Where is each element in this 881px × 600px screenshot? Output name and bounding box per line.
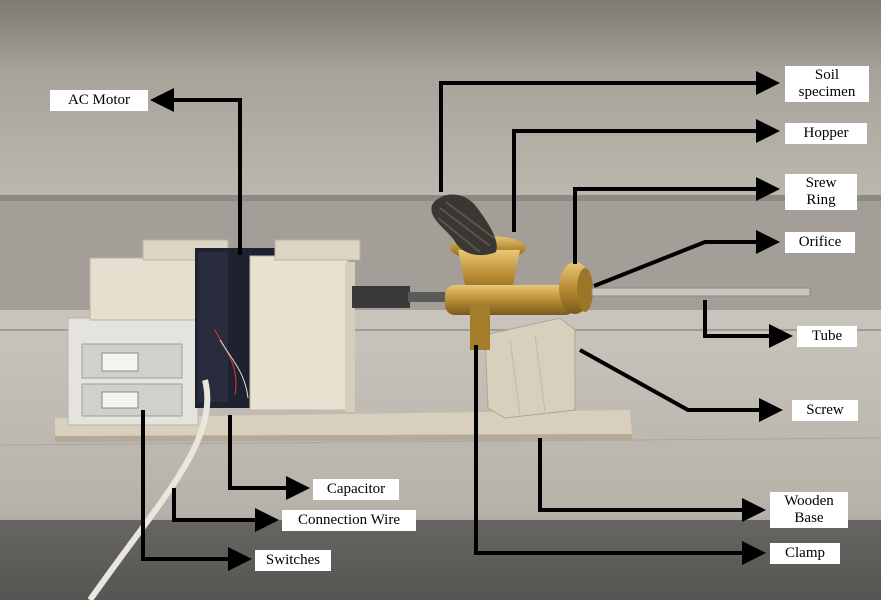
annotation-arrows	[141, 71, 793, 571]
output-tube	[591, 287, 811, 297]
label-clamp: Clamp	[770, 543, 840, 564]
label-capacitor: Capacitor	[313, 479, 399, 500]
clamp-block	[484, 317, 576, 419]
label-wooden-base: Wooden Base	[770, 492, 848, 528]
label-switches: Switches	[255, 550, 331, 571]
label-screw-ring: Srew Ring	[785, 174, 857, 210]
label-ac-motor: AC Motor	[50, 90, 148, 111]
shaft	[352, 286, 410, 308]
label-soil-specimen: Soil specimen	[785, 66, 869, 102]
label-screw: Screw	[792, 400, 858, 421]
label-tube: Tube	[797, 326, 857, 347]
label-hopper: Hopper	[785, 123, 867, 144]
label-orifice: Orifice	[785, 232, 855, 253]
connection-cable	[87, 379, 211, 600]
label-connection-wire: Connection Wire	[282, 510, 416, 531]
